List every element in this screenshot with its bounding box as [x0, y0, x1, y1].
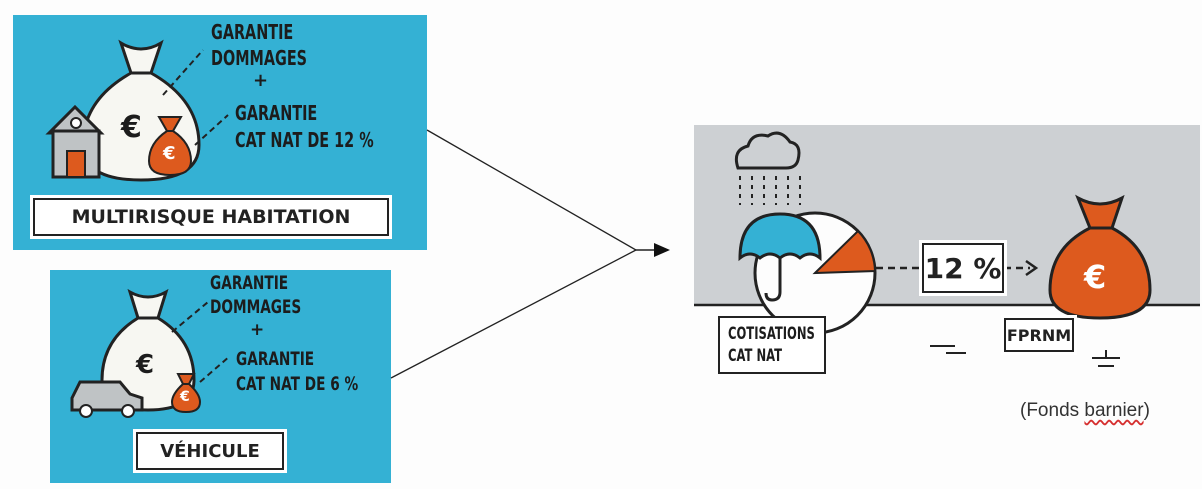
vehicule-line1: GARANTIE [210, 272, 289, 294]
vehicule-euro-big: € [136, 350, 155, 380]
rain-icon [739, 176, 801, 205]
vehicule-line3: GARANTIE [236, 348, 315, 370]
vehicule-panel: € € GARANTIE DOMMAGES + GARANTIE CAT NAT… [50, 270, 391, 483]
cloud-icon [734, 131, 801, 170]
habitation-line4: CAT NAT DE 12 % [235, 128, 374, 152]
cotisations-line1: COTISATIONS [728, 324, 815, 344]
cotisations-box: COTISATIONS CAT NAT [718, 316, 826, 374]
house-icon [45, 104, 105, 179]
fprnm-label: FPRNM [1004, 318, 1074, 352]
fund-note-word: barnier [1084, 400, 1144, 421]
water-level-icon [930, 345, 1120, 367]
habitation-line3: GARANTIE [235, 101, 318, 125]
habitation-plus: + [253, 70, 269, 91]
small-money-bag-icon [170, 373, 202, 414]
vehicule-label: VÉHICULE [136, 432, 284, 470]
habitation-panel: € € GARANTIE DOMMAGES + GARANTIE CAT NAT… [13, 15, 427, 250]
habitation-euro-big: € [121, 110, 142, 145]
car-icon [70, 380, 144, 418]
fund-money-bag-icon [1048, 194, 1152, 320]
habitation-euro-small: € [163, 143, 176, 164]
fund-note-prefix: (Fonds [1020, 400, 1085, 421]
habitation-line2: DOMMAGES [211, 46, 308, 70]
fund-euro: € [1084, 258, 1107, 296]
vehicule-line4: CAT NAT DE 6 % [236, 373, 359, 395]
habitation-illustration [45, 39, 229, 182]
vehicule-illustration [70, 288, 231, 418]
fund-note: (Fonds barnier) [1020, 400, 1150, 422]
cotisations-line2: CAT NAT [728, 346, 783, 366]
habitation-line1: GARANTIE [211, 20, 294, 44]
small-money-bag-icon [147, 116, 193, 177]
vehicule-line2: DOMMAGES [210, 296, 302, 318]
vehicule-euro-small: € [180, 389, 190, 405]
arrow-right-icon [1025, 259, 1039, 277]
vehicule-plus: + [250, 320, 265, 340]
fund-note-suffix: ) [1143, 400, 1150, 421]
umbrella-icon [738, 212, 822, 302]
percent-box: 12 % [922, 243, 1004, 293]
habitation-label: MULTIRISQUE HABITATION [33, 198, 389, 236]
